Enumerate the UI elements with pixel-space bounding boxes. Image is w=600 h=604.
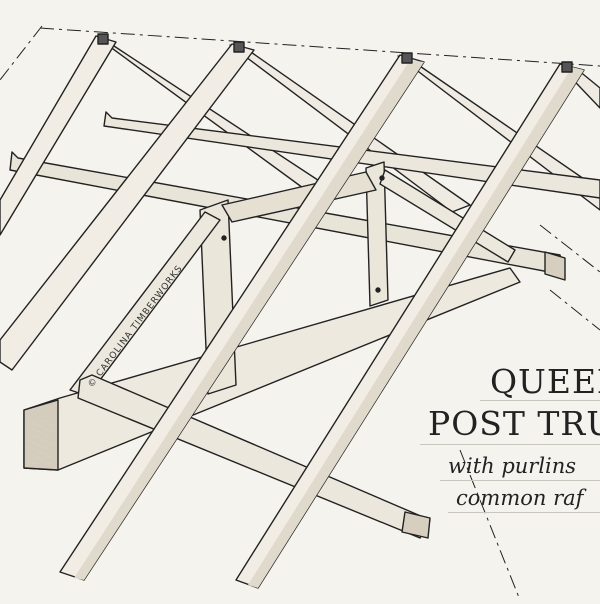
ridge-connector bbox=[233, 41, 245, 53]
ridge-connector bbox=[561, 61, 573, 73]
lower-purlin-end bbox=[401, 511, 431, 539]
title-line-1: QUEEN bbox=[490, 362, 600, 401]
ridge-connector bbox=[97, 33, 109, 45]
peg bbox=[375, 287, 381, 293]
construction-line-right-mid bbox=[549, 289, 600, 331]
construction-line-left bbox=[0, 25, 43, 81]
tie-beam-end-grain bbox=[28, 420, 54, 464]
peg bbox=[221, 235, 227, 241]
rafter-front-1 bbox=[0, 35, 117, 236]
purlin-middle-end bbox=[544, 251, 566, 281]
front-rafters bbox=[0, 33, 585, 589]
title-line-2: POST TRU bbox=[428, 404, 600, 443]
title-block: QUEEN POST TRU with purlins common raf bbox=[420, 360, 600, 520]
construction-lines bbox=[0, 25, 600, 601]
peg bbox=[379, 175, 385, 181]
ridge-connector bbox=[401, 52, 413, 64]
construction-line-right-upper bbox=[539, 224, 600, 273]
subtitle-line-2: common raf bbox=[456, 486, 584, 510]
rafter-front-4-shade bbox=[248, 67, 584, 588]
rafter-front-2 bbox=[0, 43, 255, 371]
subtitle-line-1: with purlins bbox=[448, 454, 577, 478]
construction-line-top bbox=[39, 27, 600, 67]
rafter-front-3-shade bbox=[74, 60, 424, 580]
queen-post-right bbox=[365, 161, 389, 307]
